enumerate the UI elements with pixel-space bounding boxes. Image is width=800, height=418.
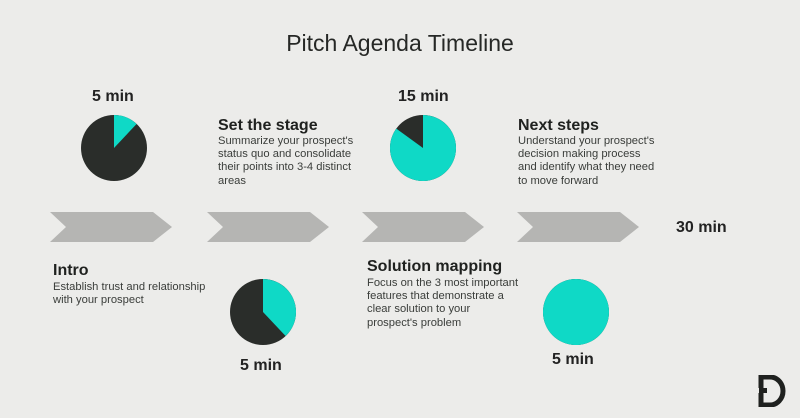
duration-set-the-stage: 5 min [240, 357, 282, 374]
pie-solution-mapping [389, 115, 456, 181]
timeline-chevron-intro [50, 212, 172, 242]
pie-intro-accent-slice [114, 115, 137, 148]
timeline-arrows [50, 212, 639, 242]
pie-solution-mapping-accent-slice [389, 115, 456, 181]
label-set-the-stage: Set the stage [218, 117, 318, 134]
duration-intro: 5 min [92, 88, 134, 105]
d-logo-icon [758, 375, 786, 407]
duration-next-steps: 5 min [552, 351, 594, 368]
page-title: Pitch Agenda Timeline [286, 30, 514, 56]
timeline-chevron-solution-mapping [362, 212, 484, 242]
desc-next-steps: Understand your prospect's decision maki… [518, 135, 655, 187]
duration-solution-mapping: 15 min [398, 88, 449, 105]
label-next-steps: Next steps [518, 117, 599, 134]
desc-set-the-stage: Summarize your prospect's status quo and… [218, 135, 354, 187]
label-intro: Intro [53, 262, 89, 279]
pie-set-the-stage [230, 279, 297, 345]
desc-intro: Establish trust and relationship with yo… [53, 281, 206, 307]
label-solution-mapping: Solution mapping [367, 258, 503, 275]
pie-next-steps-accent-slice [542, 279, 609, 345]
timeline-chevron-set-the-stage [207, 212, 329, 242]
pie-intro [81, 115, 147, 181]
pie-next-steps [542, 279, 609, 345]
total-duration: 30 min [676, 219, 727, 236]
timeline-chevron-next-steps [517, 212, 639, 242]
desc-solution-mapping: Focus on the 3 most important features t… [367, 277, 519, 329]
pie-set-the-stage-accent-slice [263, 279, 297, 337]
